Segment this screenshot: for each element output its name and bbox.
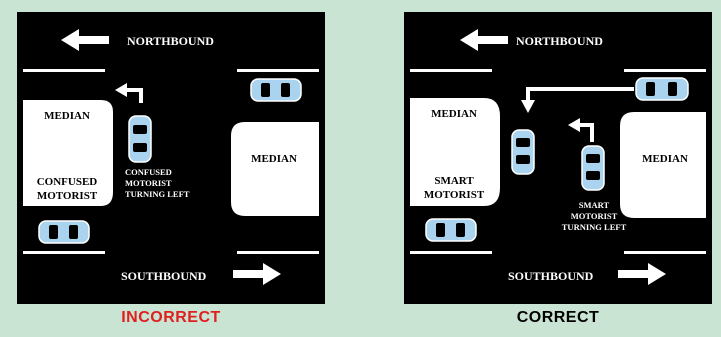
right-median-label: MEDIAN	[642, 153, 688, 165]
left-median-motorist-line1: SMART	[434, 175, 474, 187]
turning-car-icon	[511, 129, 535, 175]
northbound-arrow-icon	[460, 29, 508, 51]
motorist-label-line2: MOTORIST	[125, 178, 172, 188]
lane-line	[410, 69, 492, 72]
left-median-motorist-line1: CONFUSED	[37, 176, 98, 188]
left-median-motorist-line2: MOTORIST	[424, 189, 485, 201]
lane-line	[237, 251, 319, 254]
right-median	[620, 112, 706, 218]
u-turn-path-arrow-icon	[526, 87, 634, 100]
northbound-label: NORTHBOUND	[127, 34, 214, 48]
right-median	[231, 122, 319, 216]
southbound-label: SOUTHBOUND	[508, 269, 594, 283]
northbound-arrow-icon	[61, 29, 109, 51]
southbound-car-icon	[38, 220, 90, 244]
lane-line	[624, 251, 706, 254]
northbound-label: NORTHBOUND	[516, 34, 603, 48]
confused-motorist-car-icon	[128, 115, 152, 163]
lane-line	[237, 69, 319, 72]
motorist-label-line2: MOTORIST	[571, 211, 618, 221]
left-turn-arrow-icon	[580, 123, 594, 142]
left-turn-arrow-icon	[127, 88, 143, 103]
lane-line	[23, 251, 105, 254]
incorrect-intersection-diagram: NORTHBOUND MEDIAN CONFUSED MOTORIST MEDI…	[23, 29, 319, 285]
u-turn-arrowhead-icon	[521, 100, 535, 113]
southbound-arrow-icon	[233, 263, 281, 285]
motorist-label-line1: SMART	[579, 200, 610, 210]
southbound-label: SOUTHBOUND	[121, 269, 207, 283]
southbound-arrow-icon	[618, 263, 666, 285]
correct-diagram-panel: NORTHBOUND MEDIAN SMART MOTORIST MEDIAN …	[404, 12, 712, 304]
correct-intersection-diagram: NORTHBOUND MEDIAN SMART MOTORIST MEDIAN …	[410, 29, 706, 285]
left-median-label: MEDIAN	[431, 108, 477, 120]
left-median-motorist-line2: MOTORIST	[37, 190, 98, 202]
left-median-label: MEDIAN	[44, 110, 90, 122]
motorist-label-line1: CONFUSED	[125, 167, 172, 177]
left-median	[410, 98, 500, 206]
motorist-label-line3: TURNING LEFT	[125, 189, 190, 199]
right-median-label: MEDIAN	[251, 153, 297, 165]
motorist-label-line3: TURNING LEFT	[562, 222, 627, 232]
left-median	[23, 100, 113, 206]
northbound-car-icon	[635, 77, 689, 101]
left-turn-arrowhead-icon	[115, 83, 127, 97]
southbound-car-icon	[425, 218, 477, 242]
incorrect-diagram-panel: NORTHBOUND MEDIAN CONFUSED MOTORIST MEDI…	[17, 12, 325, 304]
smart-motorist-car-icon	[581, 145, 605, 191]
incorrect-caption: INCORRECT	[121, 309, 221, 326]
left-turn-arrowhead-icon	[568, 118, 580, 132]
correct-caption: CORRECT	[516, 309, 600, 326]
lane-line	[624, 69, 706, 72]
lane-line	[23, 69, 105, 72]
northbound-car-icon	[250, 78, 302, 102]
lane-line	[410, 251, 492, 254]
